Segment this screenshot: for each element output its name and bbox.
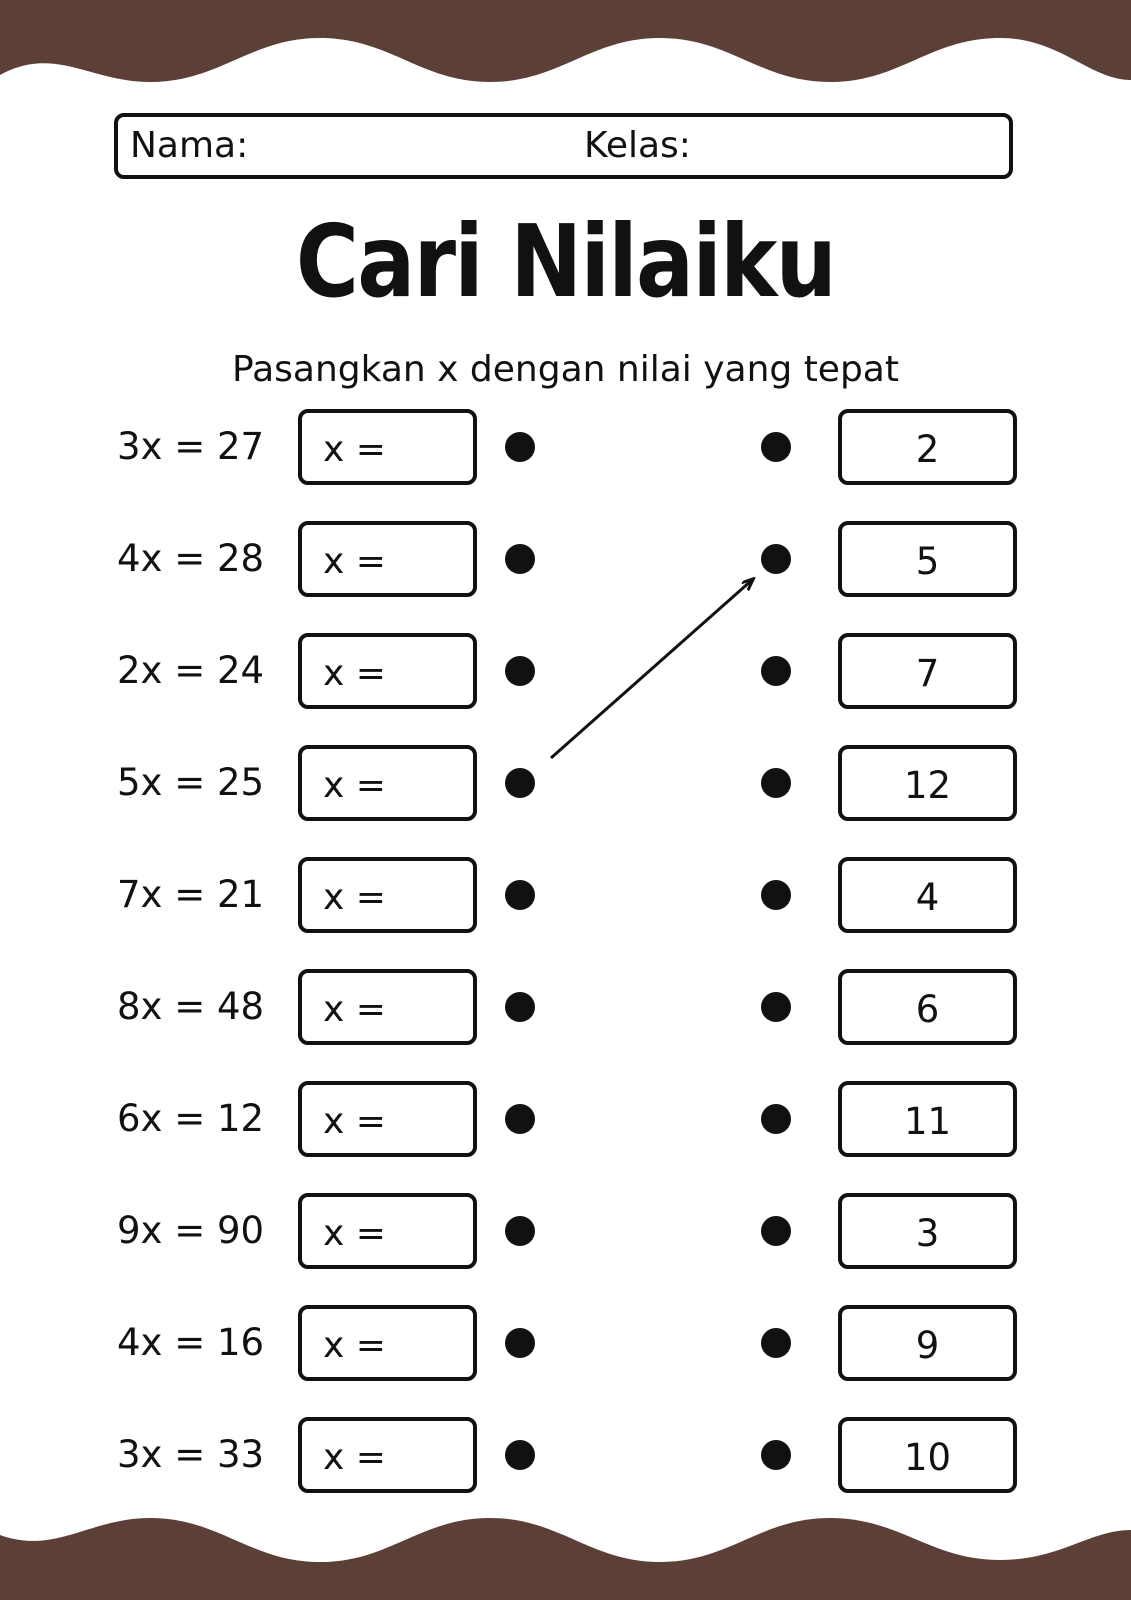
class-label[interactable]: Kelas: <box>584 125 691 166</box>
value-text: 2 <box>915 428 940 471</box>
answer-box[interactable]: x = <box>298 857 477 933</box>
answer-box[interactable]: x = <box>298 1417 477 1493</box>
right-connector-dot[interactable] <box>761 880 791 910</box>
answer-box[interactable]: x = <box>298 633 477 709</box>
left-connector-dot[interactable] <box>505 432 535 462</box>
equation-text: 9x = 90 <box>117 1209 265 1252</box>
matching-row: 6x = 12 x = 11 <box>0 1081 1131 1157</box>
left-connector-dot[interactable] <box>505 544 535 574</box>
value-box: 10 <box>838 1417 1017 1493</box>
right-connector-dot[interactable] <box>761 992 791 1022</box>
right-connector-dot[interactable] <box>761 1104 791 1134</box>
value-text: 4 <box>915 876 940 919</box>
left-connector-dot[interactable] <box>505 992 535 1022</box>
value-box: 6 <box>838 969 1017 1045</box>
value-text: 3 <box>915 1212 940 1255</box>
answer-prefix: x = <box>323 765 386 806</box>
value-box: 4 <box>838 857 1017 933</box>
right-connector-dot[interactable] <box>761 544 791 574</box>
value-box: 5 <box>838 521 1017 597</box>
right-connector-dot[interactable] <box>761 432 791 462</box>
answer-prefix: x = <box>323 429 386 470</box>
answer-box[interactable]: x = <box>298 1305 477 1381</box>
right-connector-dot[interactable] <box>761 768 791 798</box>
value-box: 3 <box>838 1193 1017 1269</box>
value-box: 12 <box>838 745 1017 821</box>
equation-text: 6x = 12 <box>117 1097 265 1140</box>
left-connector-dot[interactable] <box>505 880 535 910</box>
value-text: 6 <box>915 988 940 1031</box>
answer-prefix: x = <box>323 1101 386 1142</box>
equation-text: 2x = 24 <box>117 649 265 692</box>
value-text: 9 <box>915 1324 940 1367</box>
answer-box[interactable]: x = <box>298 1081 477 1157</box>
equation-text: 3x = 33 <box>117 1433 265 1476</box>
matching-row: 4x = 16 x = 9 <box>0 1305 1131 1381</box>
answer-box[interactable]: x = <box>298 969 477 1045</box>
student-info-box: Nama: Kelas: <box>114 113 1013 179</box>
answer-prefix: x = <box>323 877 386 918</box>
matching-row: 5x = 25 x = 12 <box>0 745 1131 821</box>
left-connector-dot[interactable] <box>505 1104 535 1134</box>
matching-row: 3x = 33 x = 10 <box>0 1417 1131 1493</box>
value-text: 11 <box>903 1100 952 1143</box>
worksheet-instruction: Pasangkan x dengan nilai yang tepat <box>231 349 899 390</box>
matching-row: 3x = 27 x = 2 <box>0 409 1131 485</box>
answer-prefix: x = <box>323 1437 386 1478</box>
value-box: 7 <box>838 633 1017 709</box>
value-box: 11 <box>838 1081 1017 1157</box>
answer-prefix: x = <box>323 1325 386 1366</box>
value-text: 5 <box>915 540 940 583</box>
right-connector-dot[interactable] <box>761 1216 791 1246</box>
worksheet-title: Cari Nilaiku <box>295 203 837 320</box>
right-connector-dot[interactable] <box>761 1328 791 1358</box>
value-box: 2 <box>838 409 1017 485</box>
value-box: 9 <box>838 1305 1017 1381</box>
left-connector-dot[interactable] <box>505 656 535 686</box>
value-text: 7 <box>915 652 940 695</box>
answer-box[interactable]: x = <box>298 521 477 597</box>
answer-box[interactable]: x = <box>298 745 477 821</box>
left-connector-dot[interactable] <box>505 1328 535 1358</box>
equation-text: 4x = 28 <box>117 537 265 580</box>
answer-prefix: x = <box>323 1213 386 1254</box>
answer-prefix: x = <box>323 653 386 694</box>
left-connector-dot[interactable] <box>505 1440 535 1470</box>
matching-row: 4x = 28 x = 5 <box>0 521 1131 597</box>
answer-prefix: x = <box>323 541 386 582</box>
matching-row: 8x = 48 x = 6 <box>0 969 1131 1045</box>
bottom-wave-border <box>0 1518 1131 1600</box>
equation-text: 7x = 21 <box>117 873 265 916</box>
matching-row: 7x = 21 x = 4 <box>0 857 1131 933</box>
equation-text: 5x = 25 <box>117 761 265 804</box>
top-wave-border <box>0 0 1131 82</box>
answer-box[interactable]: x = <box>298 1193 477 1269</box>
right-connector-dot[interactable] <box>761 1440 791 1470</box>
name-label[interactable]: Nama: <box>130 125 249 166</box>
equation-text: 3x = 27 <box>117 425 265 468</box>
left-connector-dot[interactable] <box>505 768 535 798</box>
answer-box[interactable]: x = <box>298 409 477 485</box>
value-text: 12 <box>903 764 952 807</box>
right-connector-dot[interactable] <box>761 656 791 686</box>
matching-row: 2x = 24 x = 7 <box>0 633 1131 709</box>
equation-text: 8x = 48 <box>117 985 265 1028</box>
answer-prefix: x = <box>323 989 386 1030</box>
equation-text: 4x = 16 <box>117 1321 265 1364</box>
left-connector-dot[interactable] <box>505 1216 535 1246</box>
value-text: 10 <box>903 1436 952 1479</box>
matching-row: 9x = 90 x = 3 <box>0 1193 1131 1269</box>
